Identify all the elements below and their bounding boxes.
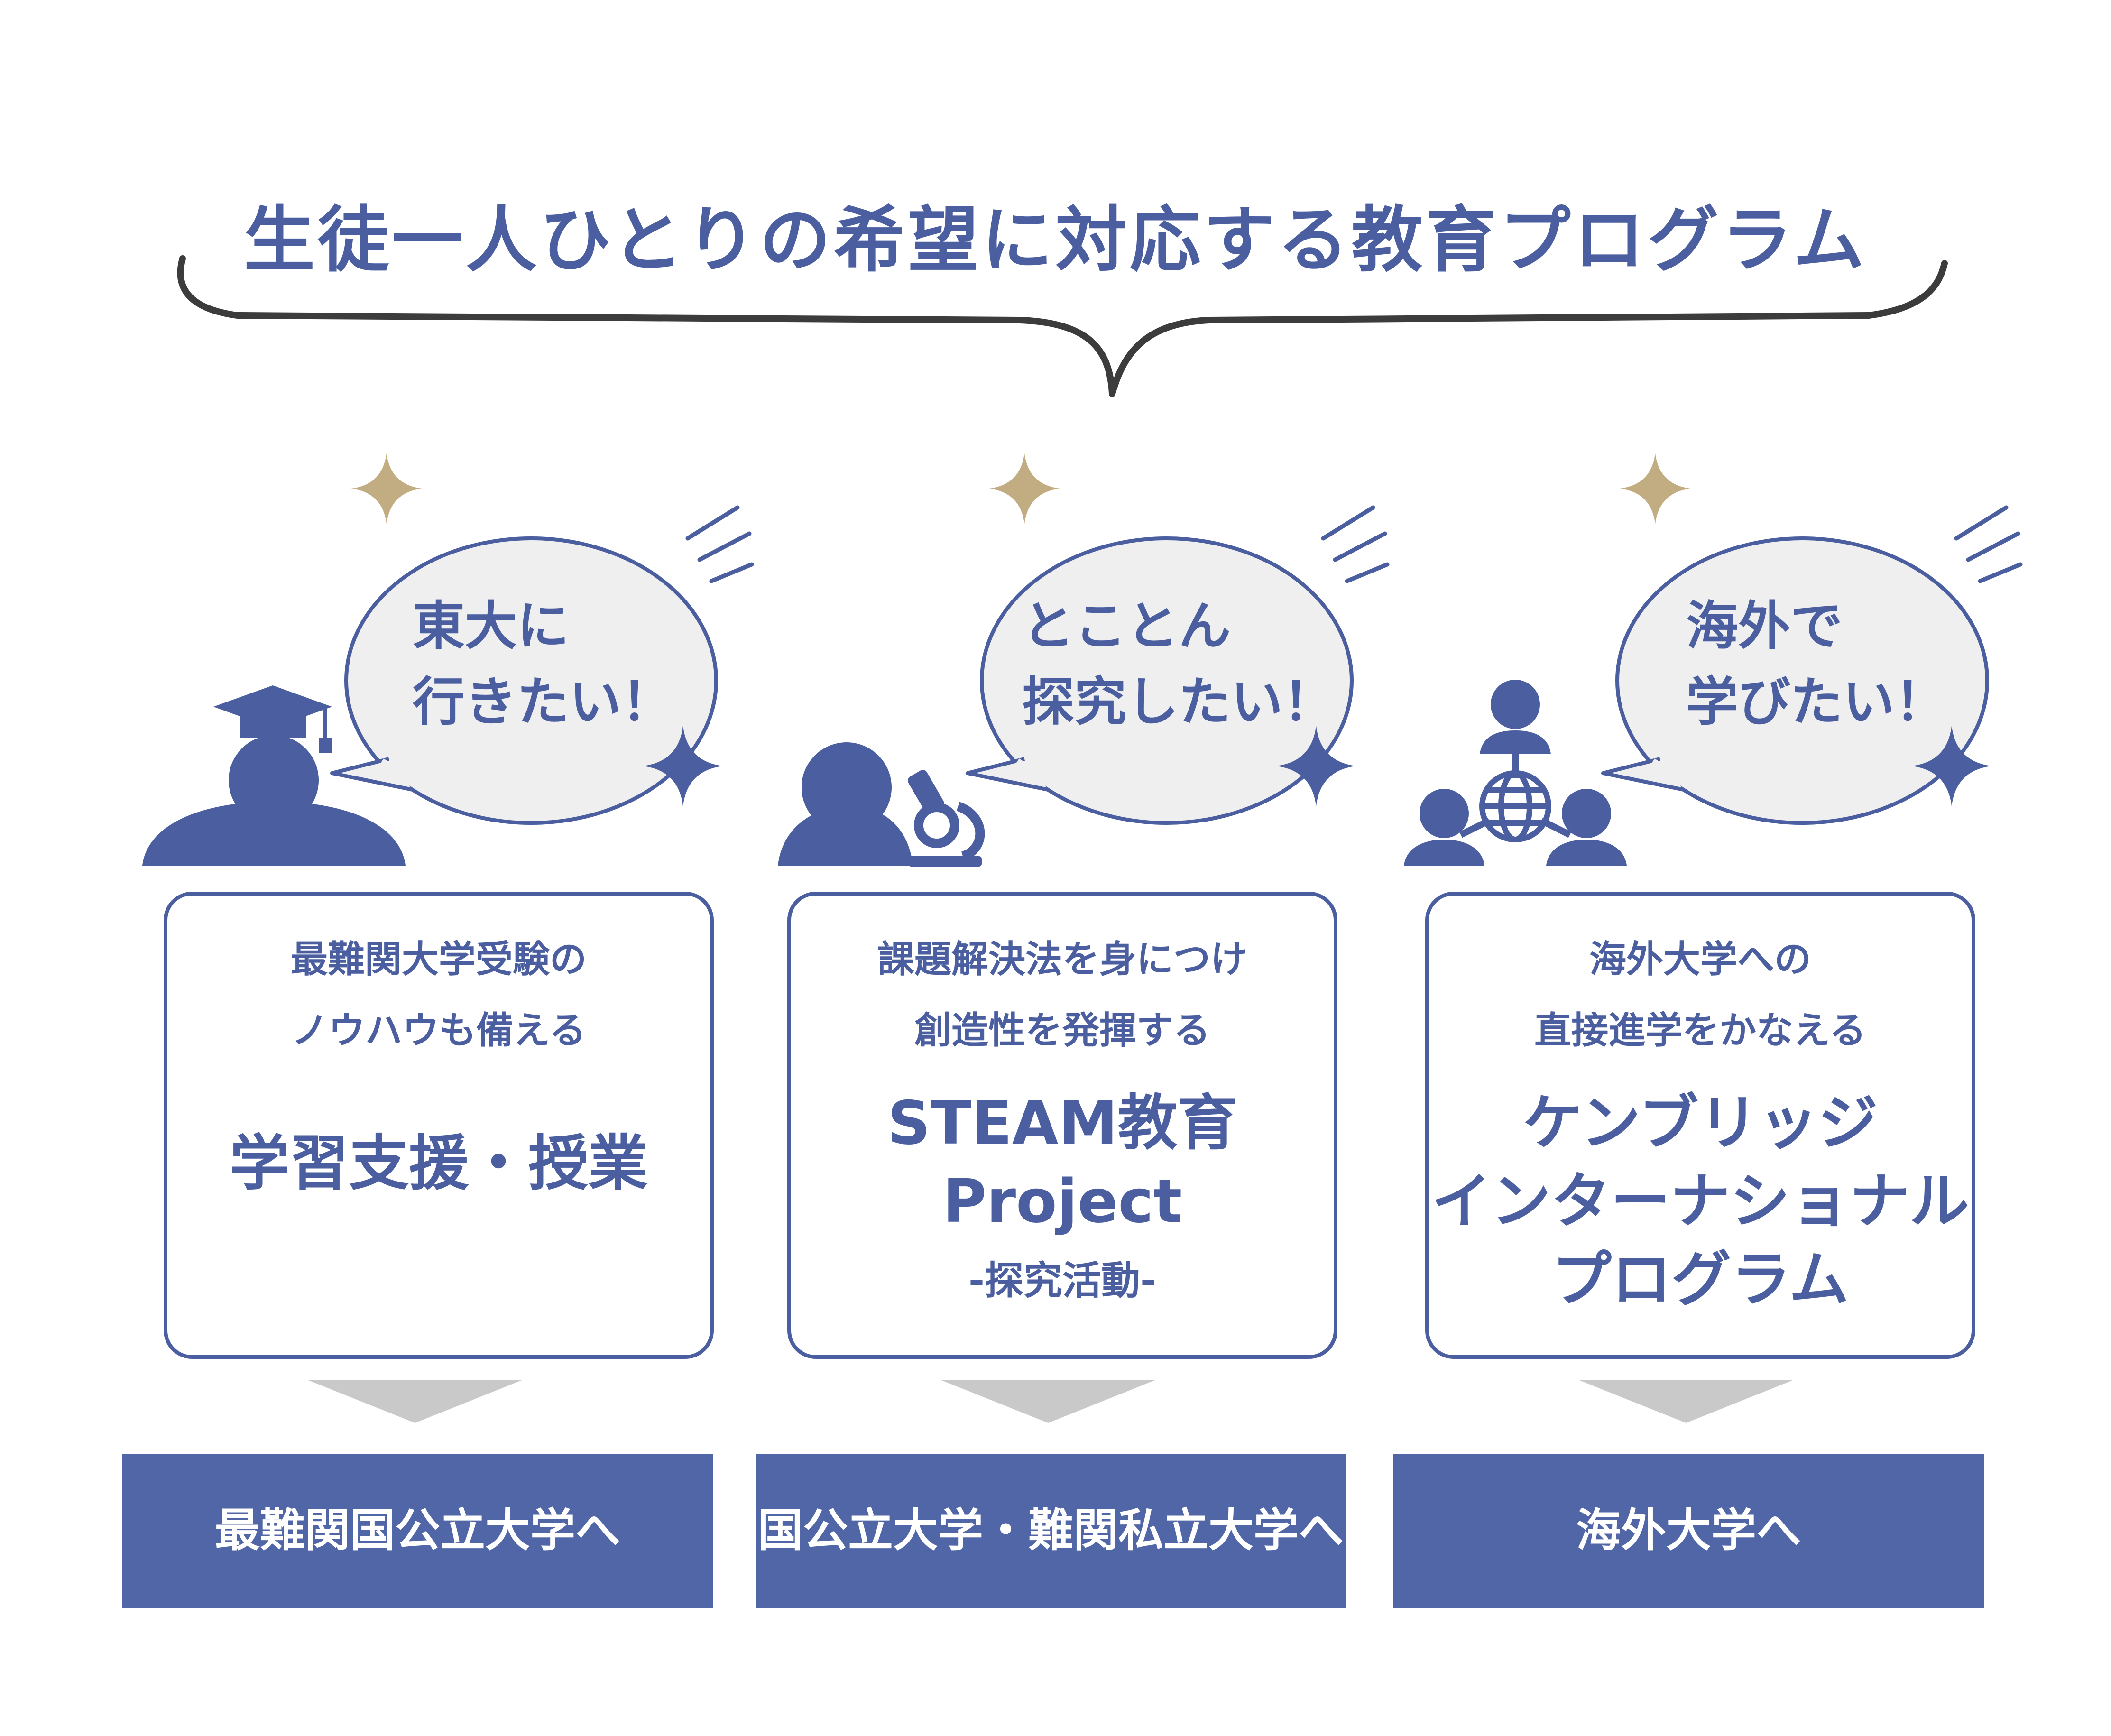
- wish-line: 探究したい！: [1022, 672, 1335, 732]
- card-description-line: 最難関大学受験の: [290, 938, 587, 981]
- gold-sparkle-icon: [1620, 453, 1691, 524]
- navy-sparkle-icon: [1911, 726, 1992, 806]
- navy-sparkle-icon: [1276, 726, 1356, 806]
- emphasis-lines-icon: [685, 505, 754, 583]
- wish-line: 学びたい！: [1686, 672, 1947, 732]
- program-name: インターナショナル: [1431, 1166, 1969, 1236]
- program-tag: -探究活動-: [968, 1258, 1157, 1303]
- speech-bubble-2: [966, 536, 1354, 825]
- card-description-line: ノウハウも備える: [291, 1009, 586, 1052]
- wish-text-2: とことん 探究したい！: [1022, 588, 1335, 740]
- gold-sparkle-icon: [351, 453, 422, 524]
- destination-box-1: 最難関国公立大学へ: [122, 1454, 713, 1608]
- column-1-graphics: [142, 453, 754, 866]
- card-description-line: 海外大学への: [1589, 938, 1811, 981]
- card-description-line: 課題解決法を身につけ: [877, 938, 1247, 981]
- column-2-graphics: [778, 453, 1390, 867]
- program-card-1: 最難関大学受験の ノウハウも備える 学習支援・授業: [164, 892, 714, 1359]
- down-arrow-2: [941, 1380, 1155, 1423]
- speech-bubble-1: [330, 536, 718, 825]
- card-description-line: 直接進学をかなえる: [1534, 1009, 1866, 1052]
- destination-box-2: 国公立大学・難関私立大学へ: [756, 1454, 1346, 1608]
- card-description-line: 創造性を発揮する: [914, 1009, 1210, 1052]
- destination-box-3: 海外大学へ: [1393, 1454, 1984, 1608]
- wish-line: 東大に: [413, 596, 569, 656]
- wish-line: とことん: [1022, 596, 1231, 656]
- page-title: 生徒一人ひとりの希望に対応する教育プログラム: [243, 199, 1867, 282]
- emphasis-lines-icon: [1321, 505, 1390, 583]
- program-card-2: 課題解決法を身につけ 創造性を発揮する STEAM教育 Project -探究活…: [787, 892, 1337, 1359]
- navy-sparkle-icon: [643, 726, 723, 806]
- graduate-person-icon: [142, 685, 406, 866]
- column-3-graphics: [1404, 453, 2023, 866]
- wish-text-1: 東大に 行きたい！: [413, 588, 673, 740]
- program-name: STEAM教育: [887, 1088, 1237, 1158]
- global-network-icon: [1404, 680, 1627, 866]
- curly-brace: [177, 255, 1948, 397]
- program-card-3: 海外大学への 直接進学をかなえる ケンブリッジ インターナショナル プログラム: [1425, 892, 1975, 1359]
- wish-line: 行きたい！: [413, 672, 673, 732]
- wish-line: 海外で: [1686, 596, 1843, 656]
- down-arrow-1: [308, 1380, 522, 1423]
- wish-text-3: 海外で 学びたい！: [1686, 588, 1947, 740]
- program-name: 学習支援・授業: [230, 1128, 648, 1198]
- speech-bubble-3: [1601, 536, 1989, 825]
- gold-sparkle-icon: [989, 453, 1060, 524]
- emphasis-lines-icon: [1954, 505, 2023, 583]
- scientist-microscope-icon: [778, 742, 985, 867]
- program-name: Project: [942, 1166, 1182, 1236]
- down-arrow-3: [1579, 1380, 1793, 1423]
- program-name: プログラム: [1551, 1245, 1849, 1314]
- program-name: ケンブリッジ: [1522, 1088, 1878, 1158]
